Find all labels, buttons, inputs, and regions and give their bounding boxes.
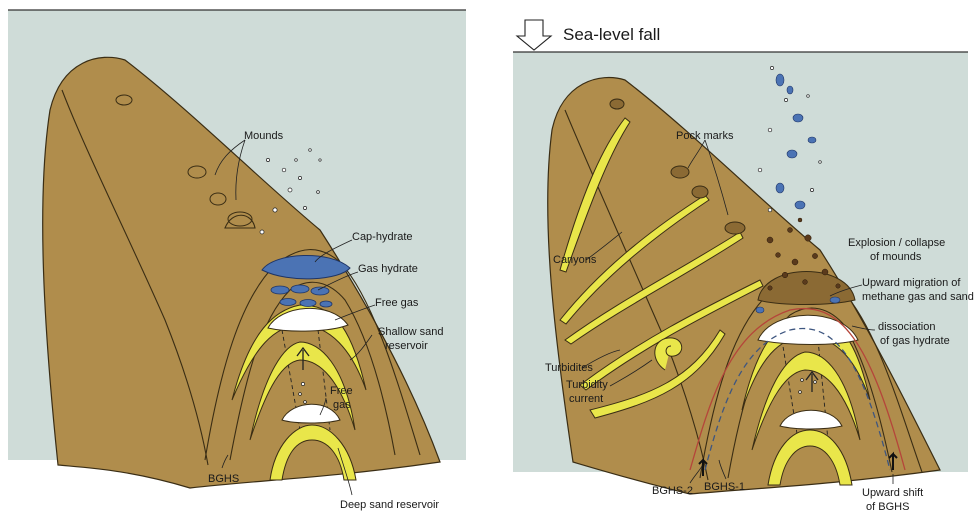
label-free-gas-low-line1: Free [330,385,353,397]
label-explosion-line2: of mounds [870,251,922,263]
label-explosion-line1: Explosion / collapse [848,237,945,249]
label-upward-migration-line2: methane gas and sand [862,291,974,303]
right-panel: Sea-level fall [513,20,974,513]
label-cap-hydrate: Cap-hydrate [352,231,413,243]
label-pock-marks: Pock marks [676,130,734,142]
label-upward-shift-line2: of BGHS [866,501,909,513]
label-turbidity-current-line1: Turbidity [566,379,608,391]
left-panel: Mounds Cap-hydrate Gas hydrate Free gas … [8,10,466,511]
down-arrow-icon [517,20,551,50]
label-free-gas-low-line2: gas [333,399,351,411]
label-free-gas-top: Free gas [375,297,419,309]
label-turbidites: Turbidites [545,362,593,374]
label-dissociation-line2: of gas hydrate [880,335,950,347]
sea-level-fall-title: Sea-level fall [563,25,660,44]
label-shallow-sand-line2: reservoir [385,340,428,352]
label-canyons: Canyons [553,254,597,266]
label-bghs: BGHS [208,473,239,485]
label-bghs2: BGHS-2 [652,485,693,497]
label-shallow-sand-line1: Shallow sand [378,326,443,338]
label-dissociation-line1: dissociation [878,321,935,333]
label-mounds: Mounds [244,130,284,142]
label-upward-shift-line1: Upward shift [862,487,923,499]
label-upward-migration-line1: Upward migration of [862,277,961,289]
label-gas-hydrate: Gas hydrate [358,263,418,275]
label-turbidity-current-line2: current [569,393,603,405]
label-deep-sand: Deep sand reservoir [340,499,439,511]
label-bghs1: BGHS-1 [704,481,745,493]
